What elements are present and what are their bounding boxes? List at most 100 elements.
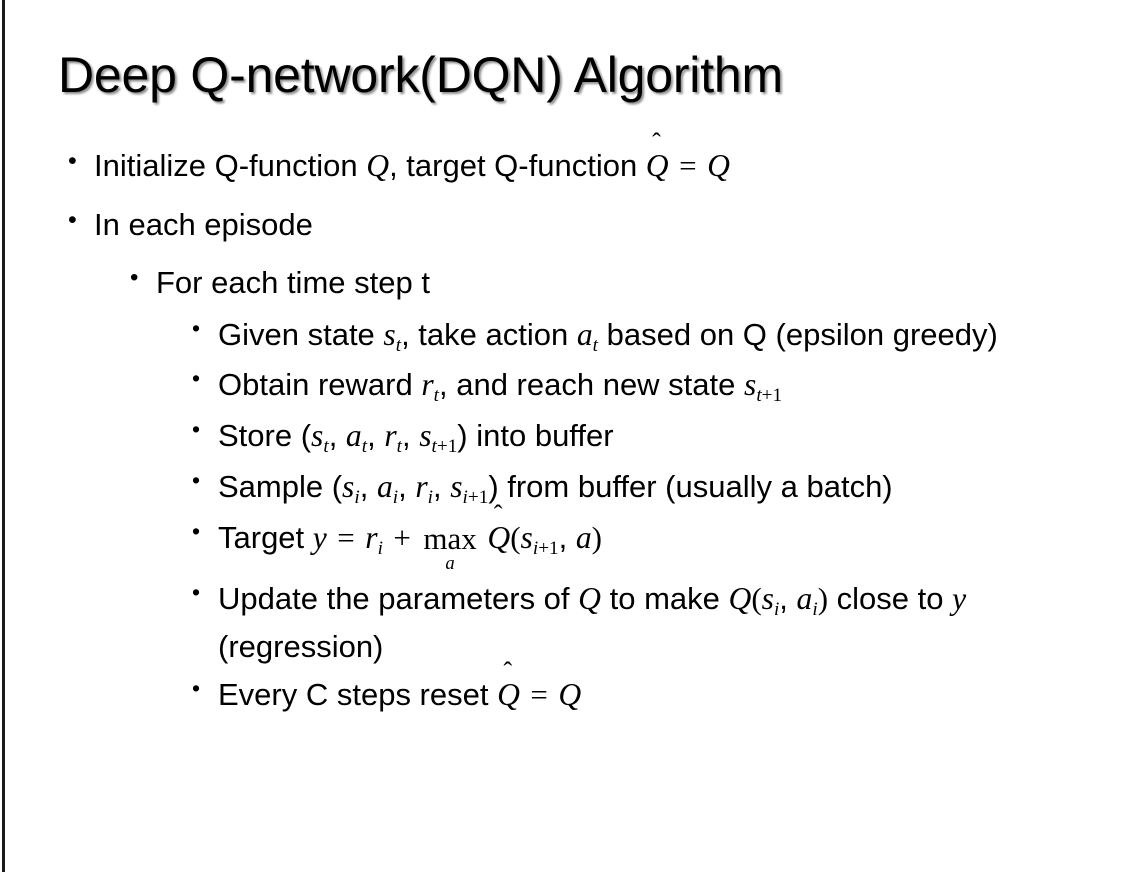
math-var-s2: s: [450, 469, 463, 505]
math-separator: ,: [398, 469, 416, 505]
list-item-text: Update the parameters of Q to make Q(si,…: [218, 576, 1098, 669]
math-var-r: r: [384, 418, 397, 454]
math-plus: +: [393, 519, 411, 555]
math-var-a: a: [796, 581, 813, 617]
math-close-paren: ): [817, 581, 829, 617]
text-fragment: , take action: [401, 316, 577, 352]
sub-index: i: [462, 486, 468, 508]
bullet-dot-icon: •: [192, 517, 201, 544]
math-var-s: s: [744, 367, 757, 403]
math-subscript-t: t: [396, 436, 402, 458]
text-fragment: based on Q (epsilon greedy): [598, 316, 998, 352]
math-var-s: s: [311, 418, 324, 454]
list-item-text: Initialize Q-function Q, target Q-functi…: [94, 129, 1124, 189]
math-var-a: a: [345, 418, 362, 454]
math-separator: ,: [558, 519, 576, 555]
list-item-text: Sample (si, ai, ri, si+1) from buffer (u…: [218, 464, 1098, 512]
text-fragment: Initialize Q-function: [94, 148, 367, 183]
math-subscript-t: t: [395, 334, 402, 356]
hat-accent-icon: ˆ: [493, 499, 503, 529]
math-subscript-t: t: [361, 436, 368, 458]
text-fragment: , target Q-function: [389, 148, 646, 183]
math-var-r: r: [365, 519, 378, 555]
math-var-q-base: Q: [487, 519, 511, 555]
list-item-text: Given state st, take action at based on …: [218, 312, 1098, 360]
list-item-text: For each time step t: [156, 265, 430, 301]
math-var-q: Q: [578, 581, 601, 617]
math-open-paren: (: [510, 519, 521, 555]
text-fragment: Update the parameters of: [218, 581, 579, 617]
text-fragment: Given state: [218, 316, 384, 352]
math-var-s: s: [520, 519, 533, 555]
text-fragment: close to: [828, 581, 953, 617]
math-var-y: y: [312, 519, 327, 555]
math-close-paren: ): [591, 519, 602, 555]
math-var-q2: Q: [558, 677, 582, 713]
text-fragment: Obtain reward: [218, 367, 422, 403]
list-item: • Update the parameters of Q to make Q(s…: [0, 576, 1124, 669]
sub-offset: +1: [467, 486, 489, 508]
math-equals: =: [530, 677, 548, 713]
bullet-dot-icon: •: [68, 206, 77, 235]
list-item: • Initialize Q-function Q, target Q-func…: [0, 129, 1124, 189]
sub-offset: +1: [761, 385, 783, 407]
bullet-dot-icon: •: [192, 416, 201, 443]
math-subscript-i: i: [354, 486, 360, 508]
list-item: • In each episode: [0, 202, 1124, 247]
math-var-q-base: Q: [645, 148, 669, 183]
math-var-s: s: [383, 316, 396, 352]
list-item: • Sample (si, ai, ri, si+1) from buffer …: [0, 464, 1124, 512]
text-fragment: Every C steps reset: [218, 677, 498, 713]
math-var-y: y: [952, 581, 967, 617]
list-item-text: In each episode: [94, 207, 313, 243]
math-separator: ,: [779, 581, 797, 617]
math-subscript-t: t: [592, 334, 599, 356]
math-var-r: r: [415, 469, 428, 505]
sub-offset: +1: [538, 537, 559, 559]
bullet-list: • Initialize Q-function Q, target Q-func…: [0, 129, 1124, 722]
math-var-q2: Q: [728, 581, 752, 617]
math-separator: ,: [359, 469, 377, 505]
text-fragment: , and reach new state: [438, 367, 745, 403]
text-fragment: (regression): [218, 629, 384, 665]
math-subscript-i-plus-1: i+1: [533, 538, 559, 559]
bullet-dot-icon: •: [192, 579, 201, 606]
bullet-dot-icon: •: [192, 675, 201, 702]
list-item-text: Obtain reward rt, and reach new state st…: [218, 362, 1098, 410]
text-fragment: Sample (: [218, 469, 343, 505]
math-var-s: s: [342, 469, 355, 505]
bullet-dot-icon: •: [68, 147, 77, 175]
text-fragment: to make: [600, 581, 729, 617]
math-subscript-i: i: [377, 537, 383, 559]
math-var-a: a: [576, 316, 593, 352]
math-subscript-t: t: [323, 436, 329, 458]
page-title: Deep Q-network(DQN) Algorithm: [58, 47, 783, 103]
bullet-dot-icon: •: [192, 314, 201, 341]
math-separator: ,: [367, 418, 385, 454]
list-item: • Given state st, take action at based o…: [0, 312, 1124, 360]
max-label: max: [423, 520, 477, 556]
math-equals: =: [679, 148, 697, 183]
math-subscript-i: i: [812, 599, 818, 621]
list-item-text: Store (st, at, rt, st+1) into buffer: [218, 413, 1098, 461]
math-separator: ,: [328, 418, 346, 454]
math-var-a: a: [575, 519, 592, 555]
math-var-q: Q: [366, 148, 390, 183]
text-fragment: Target: [218, 519, 313, 555]
math-subscript-i: i: [427, 486, 433, 508]
slide-left-rule: [2, 0, 5, 872]
math-subscript-i-plus-1: i+1: [463, 487, 489, 508]
math-var-a: a: [376, 469, 393, 505]
list-item: • Store (st, at, rt, st+1) into buffer: [0, 413, 1124, 461]
math-equals: =: [337, 519, 355, 555]
math-subscript-i: i: [773, 599, 780, 621]
sub-index: i: [532, 537, 539, 559]
